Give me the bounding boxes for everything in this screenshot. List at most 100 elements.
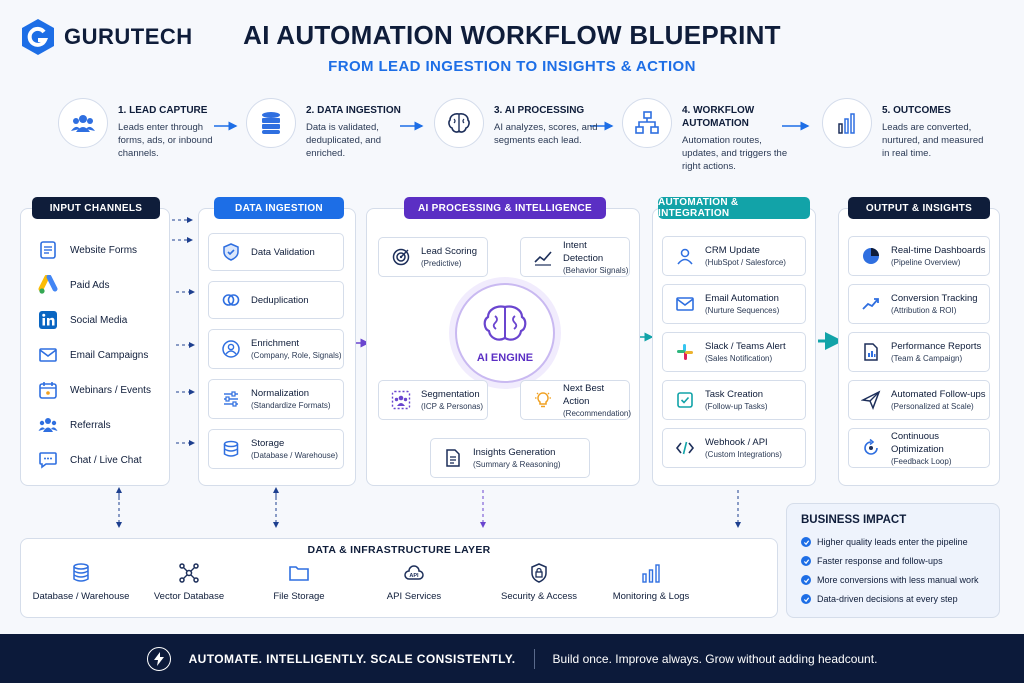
output-card: Automated Follow-ups(Personalized at Sca… — [848, 380, 990, 420]
optimization-loop-icon — [864, 438, 878, 455]
vector-network-icon — [179, 563, 199, 583]
slack-icon — [677, 344, 693, 360]
report-icon — [864, 343, 878, 361]
step-desc: Data is validated, deduplicated, and enr… — [306, 122, 382, 159]
ai-engine-hub: AI ENGINE — [455, 283, 555, 383]
user-profile-icon — [222, 340, 240, 358]
input-channels-label: INPUT CHANNELS — [32, 197, 160, 219]
channel-item: Chat / Live Chat — [38, 450, 142, 470]
check-icon — [801, 594, 811, 604]
automation-card: Webhook / API(Custom Integrations) — [662, 428, 806, 468]
infra-item: Database / Warehouse — [26, 562, 136, 602]
infra-item: Monitoring & Logs — [596, 562, 706, 602]
infrastructure-title: DATA & INFRASTRUCTURE LAYER — [307, 544, 491, 556]
impact-item: Data-driven decisions at every step — [801, 594, 958, 604]
channel-item: Website Forms — [38, 240, 137, 260]
document-icon — [446, 449, 460, 467]
ingestion-card: Deduplication — [208, 281, 344, 319]
infrastructure-panel — [20, 538, 778, 618]
output-card: Performance Reports(Team & Campaign) — [848, 332, 990, 372]
gurutech-logo-icon — [22, 19, 54, 55]
impact-item: Faster response and follow-ups — [801, 556, 943, 566]
channel-item: Webinars / Events — [38, 380, 151, 400]
ingestion-card: Storage(Database / Warehouse) — [208, 429, 344, 469]
ingestion-card: Normalization(Standardize Formats) — [208, 379, 344, 419]
footer-divider — [533, 648, 535, 669]
step-desc: Automation routes, updates, and triggers… — [682, 135, 788, 172]
svg-text:API: API — [409, 573, 419, 579]
segmentation-icon — [391, 390, 411, 410]
api-cloud-icon: API — [404, 565, 424, 580]
ai-card: Insights Generation(Summary & Reasoning) — [430, 438, 590, 478]
step-desc: Leads are converted, nurtured, and measu… — [882, 122, 984, 159]
ingestion-card: Data Validation — [208, 233, 344, 271]
channel-item: Paid Ads — [38, 275, 109, 295]
database-icon — [262, 112, 280, 134]
page-subtitle: FROM LEAD INGESTION TO INSIGHTS & ACTION — [328, 58, 696, 75]
target-icon — [392, 248, 410, 266]
lightning-icon — [146, 646, 171, 671]
folder-icon — [289, 566, 309, 581]
impact-item: More conversions with less manual work — [801, 575, 979, 585]
brand-name: GURUTECH — [64, 24, 193, 49]
infra-item: API API Services — [359, 562, 469, 602]
step-data-ingestion: 2. DATA INGESTION Data is validated, ded… — [246, 96, 416, 160]
automation-card: Email Automation(Nurture Sequences) — [662, 284, 806, 324]
output-card: Continuous Optimization(Feedback Loop) — [848, 428, 990, 468]
channel-item: Referrals — [38, 415, 111, 435]
linkedin-icon — [39, 311, 57, 329]
code-icon — [675, 441, 695, 455]
chat-icon — [39, 452, 57, 469]
check-icon — [801, 537, 811, 547]
footer-banner: AUTOMATE. INTELLIGENTLY. SCALE CONSISTEN… — [0, 634, 1024, 683]
channel-item: Social Media — [38, 310, 127, 330]
step-desc: Leads enter through forms, ads, or inbou… — [118, 122, 213, 159]
bar-chart-icon — [838, 113, 855, 134]
business-impact-panel: BUSINESS IMPACT Higher quality leads ent… — [786, 503, 1000, 618]
check-icon — [801, 575, 811, 585]
ai-engine-label: AI ENGINE — [476, 352, 534, 364]
monitoring-bars-icon — [642, 564, 660, 583]
brain-icon — [483, 305, 527, 341]
ai-card: Lead Scoring(Predictive) — [378, 237, 488, 277]
step-title: 3. AI PROCESSING — [494, 105, 585, 116]
google-ads-icon — [38, 275, 58, 294]
infra-item: File Storage — [244, 562, 354, 602]
sliders-icon — [224, 391, 238, 407]
page-title: AI AUTOMATION WORKFLOW BLUEPRINT — [243, 20, 781, 50]
ai-processing-label: AI PROCESSING & INTELLIGENCE — [404, 197, 606, 219]
footer-tagline: AUTOMATE. INTELLIGENTLY. SCALE CONSISTEN… — [188, 651, 516, 666]
check-icon — [801, 556, 811, 566]
storage-database-icon — [223, 440, 239, 457]
step-lead-capture: 1. LEAD CAPTURE Leads enter through form… — [58, 96, 228, 160]
ingestion-card: Enrichment(Company, Role, Signals) — [208, 329, 344, 369]
step-outcomes: 5. OUTCOMES Leads are converted, nurture… — [822, 96, 992, 160]
step-title: 2. DATA INGESTION — [306, 105, 401, 116]
data-ingestion-label: DATA INGESTION — [214, 197, 344, 219]
ai-card: Intent Detection(Behavior Signals) — [520, 237, 630, 277]
footer-line: Build once. Improve always. Grow without… — [552, 651, 878, 666]
step-desc: AI analyzes, scores, and segments each l… — [494, 122, 598, 146]
step-workflow-automation: 4. WORKFLOW AUTOMATION Automation routes… — [622, 96, 792, 173]
trend-line-icon — [534, 251, 552, 266]
automation-label: AUTOMATION & INTEGRATION — [658, 197, 810, 219]
ai-card: Segmentation(ICP & Personas) — [378, 380, 488, 420]
step-ai-processing: 3. AI PROCESSING AI analyzes, scores, an… — [434, 96, 604, 148]
step-title: 5. OUTCOMES — [882, 105, 951, 116]
infra-item: Security & Access — [484, 562, 594, 602]
users-icon — [71, 115, 95, 132]
output-label: OUTPUT & INSIGHTS — [848, 197, 990, 219]
ai-card: Next Best Action(Recommendation) — [520, 380, 631, 420]
business-impact-title: BUSINESS IMPACT — [801, 514, 907, 526]
brand-logo: GURUTECH — [20, 18, 193, 56]
send-icon — [861, 390, 881, 410]
brain-icon — [448, 113, 470, 133]
crm-user-icon — [677, 248, 693, 265]
trend-up-icon — [862, 298, 879, 310]
infra-item: Vector Database — [134, 562, 244, 602]
step-title: 4. WORKFLOW AUTOMATION — [682, 105, 755, 129]
referrals-icon — [38, 418, 58, 432]
automation-card: Slack / Teams Alert(Sales Notification) — [662, 332, 806, 372]
task-check-icon — [677, 392, 693, 408]
pie-chart-icon — [863, 248, 879, 264]
